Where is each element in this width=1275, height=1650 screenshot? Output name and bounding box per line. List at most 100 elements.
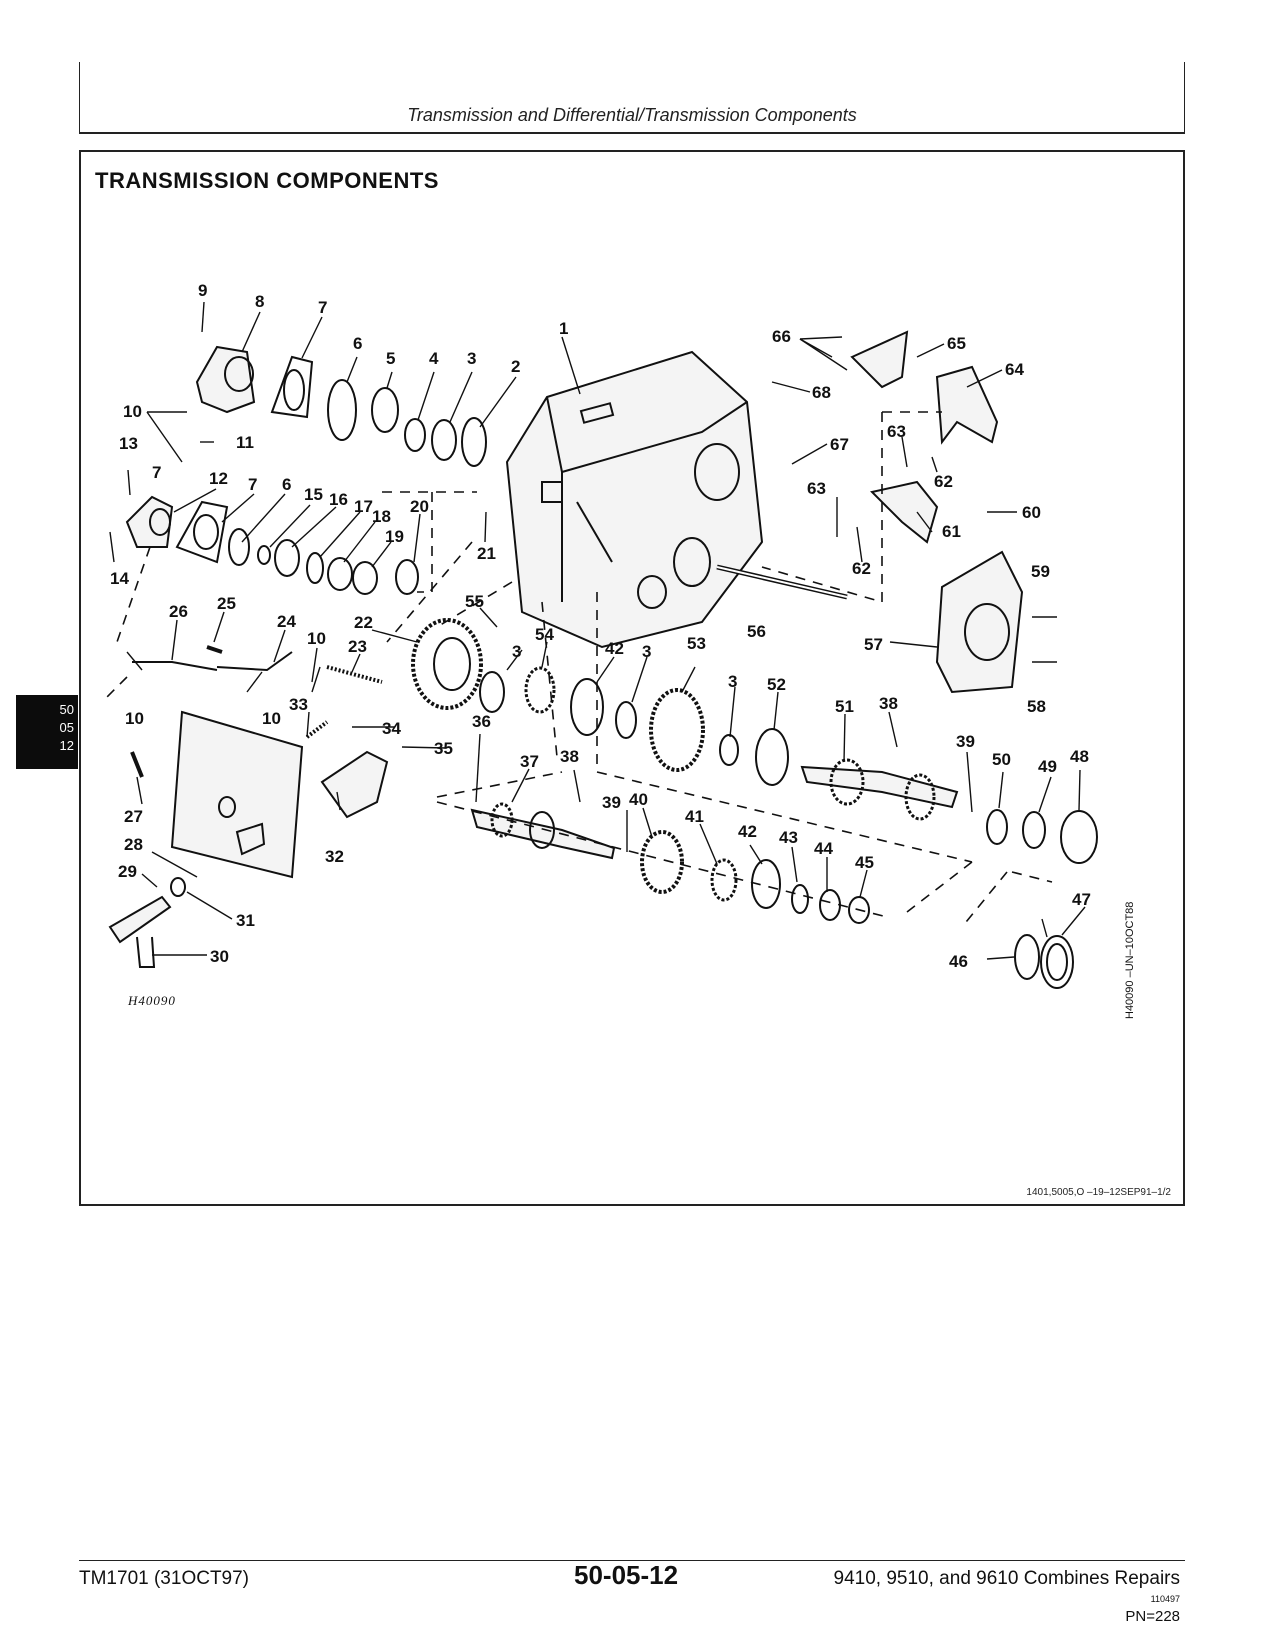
callout-4: 4: [429, 349, 439, 368]
callout-50: 50: [992, 750, 1011, 769]
callout-12: 12: [209, 469, 228, 488]
callout-10c: 10: [125, 709, 144, 728]
footer-page-number: 50-05-12: [574, 1560, 679, 1590]
callout-5: 5: [386, 349, 395, 368]
callout-6b: 6: [282, 475, 291, 494]
side-note: H40090 –UN–10OCT88: [1124, 902, 1136, 1019]
seal-drawings: [1014, 934, 1074, 989]
callout-28: 28: [124, 835, 143, 854]
callout-62: 62: [852, 559, 871, 578]
callout-34: 34: [382, 719, 401, 738]
callout-3: 3: [467, 349, 476, 368]
callout-61: 61: [942, 522, 961, 541]
callout-16: 16: [329, 490, 348, 509]
callout-60: 60: [1022, 503, 1041, 522]
callout-20: 20: [410, 497, 429, 516]
callout-37: 37: [520, 752, 539, 771]
callout-63b: 63: [887, 422, 906, 441]
callout-10d: 10: [262, 709, 281, 728]
callout-58: 58: [1027, 697, 1046, 716]
callout-48: 48: [1070, 747, 1089, 766]
callout-11: 11: [236, 433, 254, 452]
leader-lines: [109, 301, 1086, 960]
callout-26: 26: [169, 602, 188, 621]
middle-bearing-row: [228, 528, 419, 595]
callout-62b: 62: [934, 472, 953, 491]
callout-33: 33: [289, 695, 308, 714]
callout-8: 8: [255, 292, 264, 311]
callout-7c: 7: [248, 475, 257, 494]
callout-53: 53: [687, 634, 706, 653]
rear-housing-drawing: [935, 550, 1024, 694]
callout-56: 56: [747, 622, 766, 641]
footer-manual-title: 9410, 9510, and 9610 Combines Repairs: [833, 1568, 1180, 1589]
callout-42: 42: [605, 639, 624, 658]
callout-39b: 39: [956, 732, 975, 751]
footer-pn: PN=228: [1125, 1608, 1180, 1625]
callout-14: 14: [110, 569, 129, 588]
callout-29: 29: [118, 862, 137, 881]
header-title: Transmission and Differential/Transmissi…: [407, 105, 857, 125]
callout-49: 49: [1038, 757, 1057, 776]
assembly-lines: [101, 411, 1053, 928]
callout-55: 55: [465, 592, 484, 611]
callout-46: 46: [949, 952, 968, 971]
callout-22: 22: [354, 613, 373, 632]
callout-15: 15: [304, 485, 323, 504]
main-shaft-drawing: [800, 758, 1098, 864]
callout-63: 63: [807, 479, 826, 498]
callout-9: 9: [198, 281, 207, 300]
callout-31: 31: [236, 911, 255, 930]
section-tab: 50 05 12: [16, 695, 78, 769]
section-tab-line-2: 05: [59, 720, 74, 735]
callout-43: 43: [779, 828, 798, 847]
large-gear-drawing: [411, 618, 483, 710]
left-flange-drawings: [125, 345, 256, 548]
callout-10b: 10: [307, 629, 326, 648]
callout-68: 68: [812, 383, 831, 402]
callout-52: 52: [767, 675, 786, 694]
upper-bearing-row: [327, 379, 487, 467]
callout-67: 67: [830, 435, 849, 454]
page-header: Transmission and Differential/Transmissi…: [79, 62, 1185, 134]
section-tab-line-3: 12: [59, 738, 74, 753]
callout-64: 64: [1005, 360, 1024, 379]
callout-25: 25: [217, 594, 236, 613]
exploded-view-diagram: 1 2 3 4 5 6 7 8 9 10 11 12 13 7 7 14 6 1…: [101, 281, 1136, 1019]
footer-manual-id: TM1701 (31OCT97): [79, 1568, 250, 1589]
callout-59: 59: [1031, 562, 1050, 581]
callout-66: 66: [772, 327, 791, 346]
callout-57: 57: [864, 635, 883, 654]
callout-18: 18: [372, 507, 391, 526]
callout-2: 2: [511, 357, 520, 376]
callout-23: 23: [348, 637, 367, 656]
footer-code: 110497: [1150, 1594, 1180, 1604]
callout-54: 54: [535, 625, 554, 644]
lower-gear-row: [479, 666, 789, 786]
countershaft-drawing: [470, 802, 870, 924]
callout-41: 41: [685, 807, 704, 826]
callout-3c: 3: [642, 642, 651, 661]
footer-rule: [79, 1560, 1185, 1561]
callout-51: 51: [835, 697, 854, 716]
shift-fork-drawing: [850, 330, 999, 544]
callout-30: 30: [210, 947, 229, 966]
callout-labels: 1 2 3 4 5 6 7 8 9 10 11 12 13 7 7 14 6 1…: [110, 281, 1136, 1019]
callout-7b: 7: [152, 463, 161, 482]
callout-3d: 3: [728, 672, 737, 691]
callout-36: 36: [472, 712, 491, 731]
callout-45: 45: [855, 853, 874, 872]
callout-27: 27: [124, 807, 143, 826]
transmission-case-drawing: [505, 350, 764, 649]
callout-38b: 38: [560, 747, 579, 766]
callout-3b: 3: [512, 642, 521, 661]
callout-10: 10: [123, 402, 142, 421]
callout-35: 35: [434, 739, 453, 758]
section-tab-line-1: 50: [59, 702, 74, 717]
callout-38: 38: [879, 694, 898, 713]
part-drawings: [108, 330, 1098, 989]
shifter-drawing: [108, 877, 186, 968]
callout-24: 24: [277, 612, 296, 631]
callout-32: 32: [325, 847, 344, 866]
callout-65: 65: [947, 334, 966, 353]
